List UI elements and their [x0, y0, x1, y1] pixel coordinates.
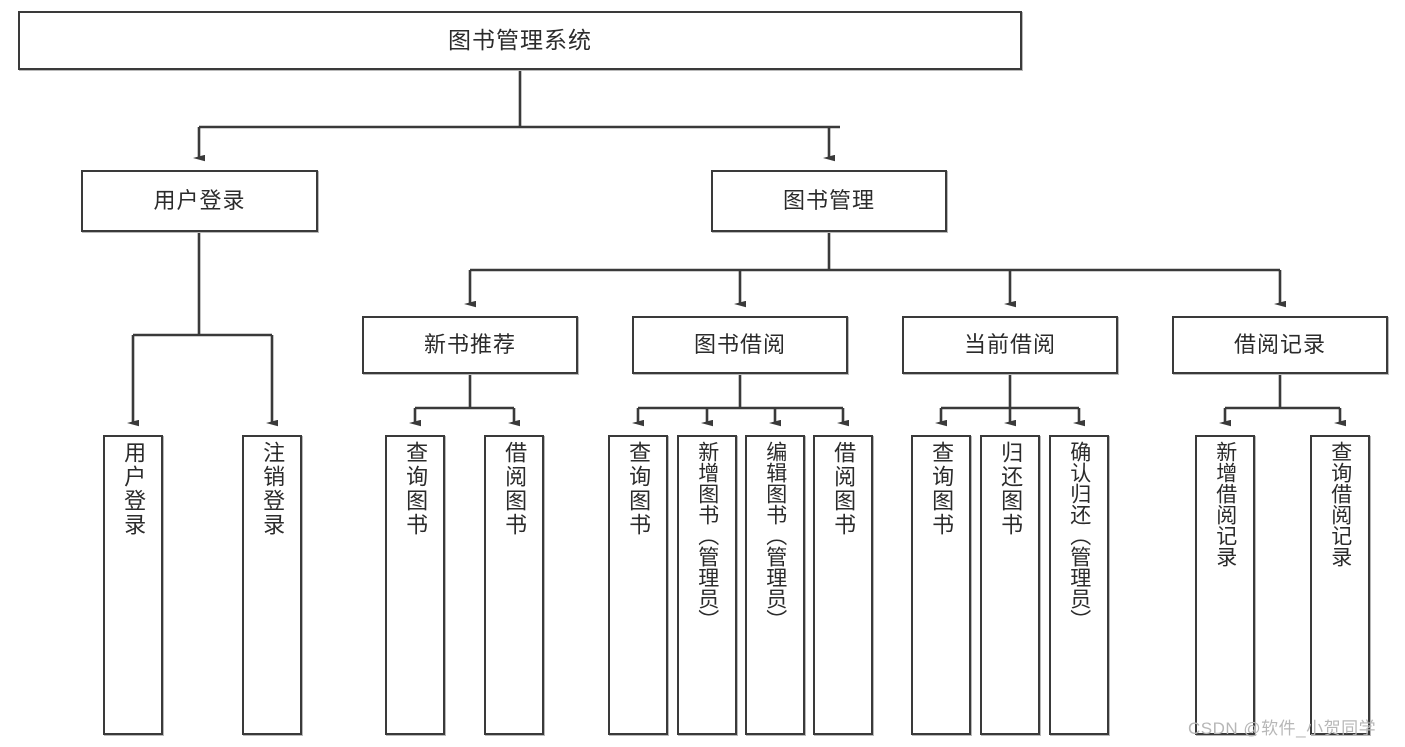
node-leaf-user-login-label: 用户登录	[121, 441, 147, 537]
node-root-label: 图书管理系统	[448, 26, 592, 53]
node-leaf-query-book-3-label: 查询图书	[929, 441, 955, 537]
node-root[interactable]: 图书管理系统	[18, 11, 1022, 70]
node-leaf-query-record-label: 查询借阅记录	[1328, 441, 1352, 567]
node-leaf-borrow-book-1[interactable]: 借阅图书	[484, 435, 544, 735]
node-leaf-borrow-book-2-label: 借阅图书	[831, 441, 857, 537]
node-leaf-add-book-label: 新增图书（管理员）	[695, 441, 719, 630]
node-current-borrow[interactable]: 当前借阅	[902, 316, 1118, 374]
node-leaf-return-book[interactable]: 归还图书	[980, 435, 1040, 735]
node-book-borrow-label: 图书借阅	[693, 331, 786, 357]
node-leaf-confirm-return-label: 确认归还（管理员）	[1067, 441, 1091, 630]
node-leaf-logout-login[interactable]: 注销登录	[242, 435, 302, 735]
node-leaf-return-book-label: 归还图书	[998, 441, 1024, 537]
node-leaf-confirm-return[interactable]: 确认归还（管理员）	[1049, 435, 1109, 735]
node-book-borrow[interactable]: 图书借阅	[632, 316, 848, 374]
node-new-book-rec[interactable]: 新书推荐	[362, 316, 578, 374]
node-leaf-add-record[interactable]: 新增借阅记录	[1195, 435, 1255, 735]
node-leaf-query-book-3[interactable]: 查询图书	[911, 435, 971, 735]
node-leaf-query-book-1[interactable]: 查询图书	[385, 435, 445, 735]
node-leaf-user-login[interactable]: 用户登录	[103, 435, 163, 735]
node-leaf-query-book-1-label: 查询图书	[403, 441, 429, 537]
node-leaf-edit-book[interactable]: 编辑图书（管理员）	[745, 435, 805, 735]
node-book-manage-label: 图书管理	[782, 187, 875, 213]
node-borrow-record[interactable]: 借阅记录	[1172, 316, 1388, 374]
node-user-login[interactable]: 用户登录	[81, 170, 318, 232]
node-borrow-record-label: 借阅记录	[1233, 331, 1326, 357]
node-leaf-add-book[interactable]: 新增图书（管理员）	[677, 435, 737, 735]
node-user-login-label: 用户登录	[153, 187, 246, 213]
node-leaf-query-record[interactable]: 查询借阅记录	[1310, 435, 1370, 735]
node-new-book-rec-label: 新书推荐	[423, 331, 516, 357]
node-leaf-query-book-2[interactable]: 查询图书	[608, 435, 668, 735]
node-current-borrow-label: 当前借阅	[963, 331, 1056, 357]
node-leaf-query-book-2-label: 查询图书	[626, 441, 652, 537]
node-book-manage[interactable]: 图书管理	[711, 170, 947, 232]
node-leaf-logout-login-label: 注销登录	[260, 441, 286, 537]
node-leaf-borrow-book-2[interactable]: 借阅图书	[813, 435, 873, 735]
node-leaf-borrow-book-1-label: 借阅图书	[502, 441, 528, 537]
node-leaf-edit-book-label: 编辑图书（管理员）	[763, 441, 787, 630]
node-leaf-add-record-label: 新增借阅记录	[1213, 441, 1237, 567]
csdn-watermark: CSDN @软件_小贺同学	[1188, 719, 1377, 738]
